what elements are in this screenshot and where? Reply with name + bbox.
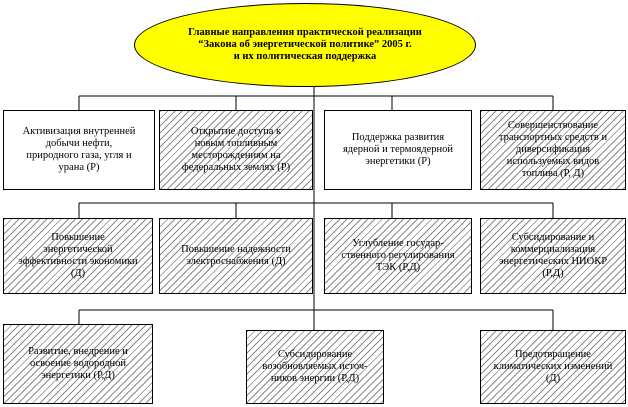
node-renewables-subsidy: Субсидирование возобновляемых источ- ник… (246, 330, 384, 404)
node-rnd-subsidies: Субсидирование и коммерциализация энерге… (480, 218, 626, 294)
node-transport-fuels: Совершенствование транспортных средств и… (480, 110, 626, 190)
node-label: Субсидирование и коммерциализация энерге… (498, 232, 608, 279)
node-label: Развитие, внедрение и освоение водородно… (28, 346, 128, 381)
node-label: Углубление государ- ственного регулирова… (341, 238, 455, 273)
node-hydrogen-energy: Развитие, внедрение и освоение водородно… (3, 324, 153, 404)
node-label: Повышение надежности электроснабжения (Д… (181, 244, 291, 267)
node-energy-efficiency: Повышение энергетической эффективности э… (3, 218, 153, 294)
node-label: Открытие доступа к новым топливным место… (181, 126, 291, 173)
root-node: Главные направления практической реализа… (134, 3, 476, 87)
node-domestic-production: Активизация внутренней добычи нефти, при… (3, 110, 155, 190)
node-federal-lands-access: Открытие доступа к новым топливным место… (159, 110, 313, 190)
node-label: Субсидирование возобновляемых источ- ник… (262, 349, 368, 384)
node-label: Предотвращение климатических изменений (… (493, 349, 613, 384)
node-label: Совершенствование транспортных средств и… (498, 120, 608, 179)
node-state-regulation: Углубление государ- ственного регулирова… (324, 218, 472, 294)
node-label: Активизация внутренней добычи нефти, при… (22, 126, 136, 173)
node-label: Повышение энергетической эффективности э… (18, 232, 138, 279)
node-climate-change: Предотвращение климатических изменений (… (480, 330, 626, 404)
node-nuclear-support: Поддержка развития ядерной и термоядерно… (324, 110, 472, 190)
node-label: Поддержка развития ядерной и термоядерно… (342, 132, 454, 167)
root-title: Главные направления практической реализа… (188, 27, 422, 62)
node-power-reliability: Повышение надежности электроснабжения (Д… (159, 218, 313, 294)
